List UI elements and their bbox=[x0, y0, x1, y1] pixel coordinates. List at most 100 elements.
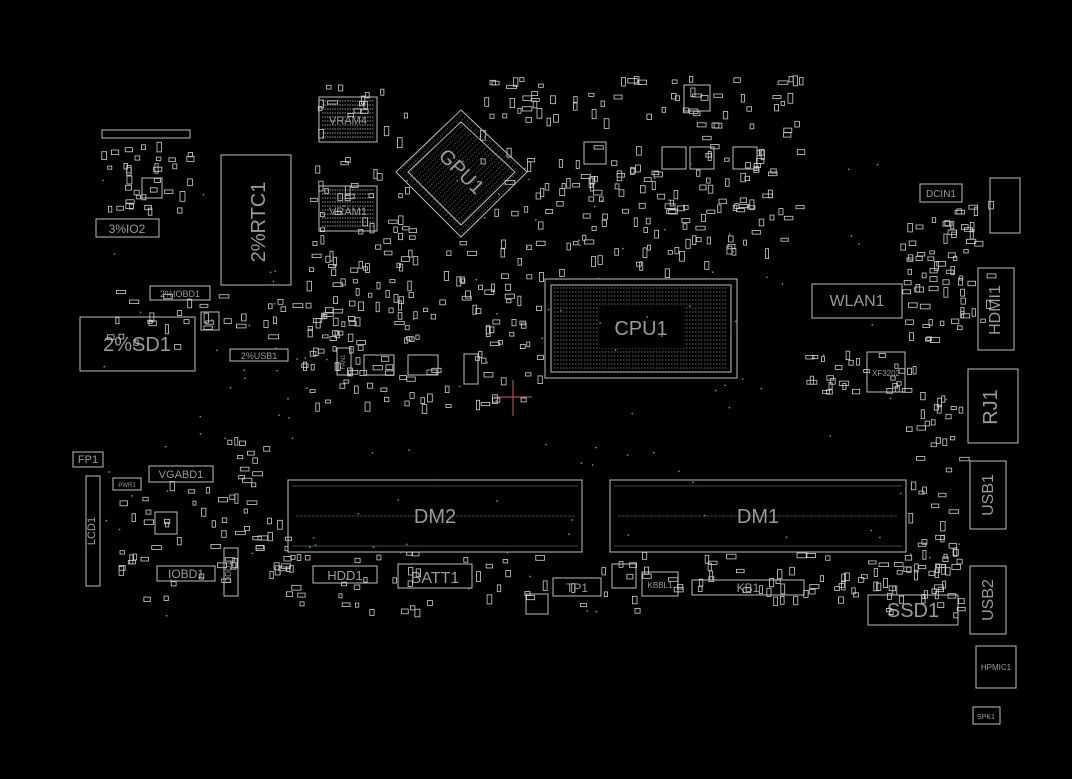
smd-part bbox=[953, 549, 959, 556]
smd-part bbox=[491, 80, 500, 86]
smd-part bbox=[632, 595, 638, 605]
spk1-label: SPK1 bbox=[977, 714, 995, 721]
iobd1-top-connector[interactable]: 2%IOBD1 bbox=[149, 285, 211, 301]
smd-part bbox=[590, 182, 595, 192]
smd-part bbox=[878, 562, 890, 568]
via bbox=[199, 432, 202, 435]
smd-part bbox=[312, 318, 323, 323]
kbbl1-connector[interactable]: KBBL1 bbox=[641, 571, 679, 597]
smd-part bbox=[148, 320, 157, 327]
via bbox=[105, 519, 108, 522]
smd-part bbox=[283, 556, 292, 562]
hpmic1-connector[interactable]: HPMIC1 bbox=[975, 645, 1017, 689]
via bbox=[703, 514, 706, 517]
smd-part bbox=[951, 564, 961, 570]
smd-part bbox=[467, 250, 478, 256]
smd-part bbox=[793, 596, 799, 606]
batt1-connector[interactable]: BATT1 bbox=[397, 563, 473, 589]
smd-part bbox=[626, 573, 634, 580]
smd-part bbox=[707, 184, 714, 194]
cpu1-chip[interactable]: CPU1 bbox=[544, 278, 738, 379]
odd1-connector[interactable]: ODD1 bbox=[223, 547, 239, 597]
smd-part bbox=[842, 383, 847, 390]
smd-part bbox=[337, 84, 344, 92]
io2-top-connector[interactable] bbox=[101, 129, 191, 139]
smd-part bbox=[673, 190, 679, 200]
smd-part bbox=[460, 278, 466, 284]
hdd1-connector[interactable]: HDD1 bbox=[312, 565, 378, 584]
smd-part bbox=[272, 316, 277, 324]
hdmi1-connector[interactable]: HDMI1 bbox=[977, 267, 1015, 351]
smd-part bbox=[506, 84, 517, 90]
smd-part bbox=[397, 300, 402, 311]
io2-connector[interactable]: 3%IO2 bbox=[95, 218, 160, 238]
rj1-connector[interactable]: RJ1 bbox=[967, 368, 1019, 444]
smd-part bbox=[550, 95, 556, 105]
bottom-ic-1[interactable] bbox=[525, 593, 549, 615]
smd-part bbox=[936, 564, 947, 569]
smd-part bbox=[484, 97, 490, 107]
smd-part bbox=[699, 184, 707, 191]
smd-part bbox=[372, 365, 383, 371]
left-ic-2[interactable] bbox=[200, 311, 220, 331]
smd-part bbox=[948, 509, 960, 514]
smd-part bbox=[246, 450, 255, 456]
smd-part bbox=[133, 189, 140, 196]
rtc1-component[interactable]: 2%RTC1 bbox=[220, 154, 292, 286]
wlan1-connector[interactable]: WLAN1 bbox=[811, 283, 903, 319]
smd-part bbox=[505, 283, 511, 291]
dcin1-connector[interactable]: DCIN1 bbox=[919, 183, 963, 203]
bottom-ic-2[interactable] bbox=[611, 563, 637, 589]
pwr1-connector[interactable]: PWR1 bbox=[112, 477, 142, 491]
top-ic-5[interactable] bbox=[732, 146, 758, 170]
smd-part bbox=[739, 197, 748, 203]
via bbox=[408, 449, 410, 451]
fp1-connector[interactable]: FP1 bbox=[72, 451, 104, 468]
mid-ic-2[interactable] bbox=[407, 354, 439, 376]
dm2-slot[interactable]: DM2 bbox=[287, 479, 583, 553]
smd-part bbox=[235, 323, 247, 329]
smd-part bbox=[940, 535, 945, 543]
top-ic-3[interactable] bbox=[661, 146, 687, 170]
usb1-connector[interactable]: USB1 bbox=[969, 460, 1007, 530]
fan1-connector[interactable]: FAN1 bbox=[336, 347, 352, 376]
smd-part bbox=[412, 256, 419, 266]
smd-part bbox=[559, 268, 565, 277]
via bbox=[766, 276, 768, 279]
smd-part bbox=[531, 91, 539, 96]
smd-part bbox=[331, 268, 337, 277]
left-ic[interactable] bbox=[141, 177, 163, 199]
bottom-left-ic[interactable] bbox=[154, 511, 178, 535]
dm1-slot[interactable]: DM1 bbox=[609, 479, 907, 553]
smd-part bbox=[480, 129, 486, 141]
smd-part bbox=[488, 326, 495, 334]
lcd1-connector[interactable]: LCD1 bbox=[85, 475, 101, 587]
smd-part bbox=[319, 227, 326, 233]
via bbox=[211, 319, 213, 321]
smd-part bbox=[320, 212, 325, 218]
vgabd1-connector[interactable]: VGABD1 bbox=[148, 465, 214, 483]
ssd1-connector[interactable]: SSD1 bbox=[867, 594, 959, 626]
via bbox=[541, 337, 544, 340]
vias bbox=[102, 160, 961, 617]
spk1-connector[interactable]: SPK1 bbox=[972, 706, 1001, 725]
smd-part bbox=[581, 234, 587, 241]
smd-part bbox=[392, 577, 397, 584]
smd-part bbox=[153, 177, 162, 183]
via bbox=[578, 239, 580, 242]
mid-ic-3[interactable] bbox=[463, 353, 479, 385]
usb3-connector[interactable] bbox=[989, 177, 1021, 234]
usb1-left-connector[interactable]: 2%USB1 bbox=[229, 348, 289, 362]
smd-part bbox=[892, 383, 898, 389]
vram4-chip[interactable]: VRAM4 bbox=[318, 96, 378, 143]
top-ic-2[interactable] bbox=[583, 141, 607, 165]
smd-part bbox=[914, 286, 924, 293]
top-ic-4[interactable] bbox=[689, 146, 715, 170]
smd-part bbox=[693, 110, 701, 117]
smd-part bbox=[896, 381, 902, 386]
mid-ic-1[interactable] bbox=[363, 354, 395, 376]
via bbox=[273, 302, 276, 305]
smd-part bbox=[154, 163, 159, 174]
usb2-connector[interactable]: USB2 bbox=[969, 565, 1007, 635]
